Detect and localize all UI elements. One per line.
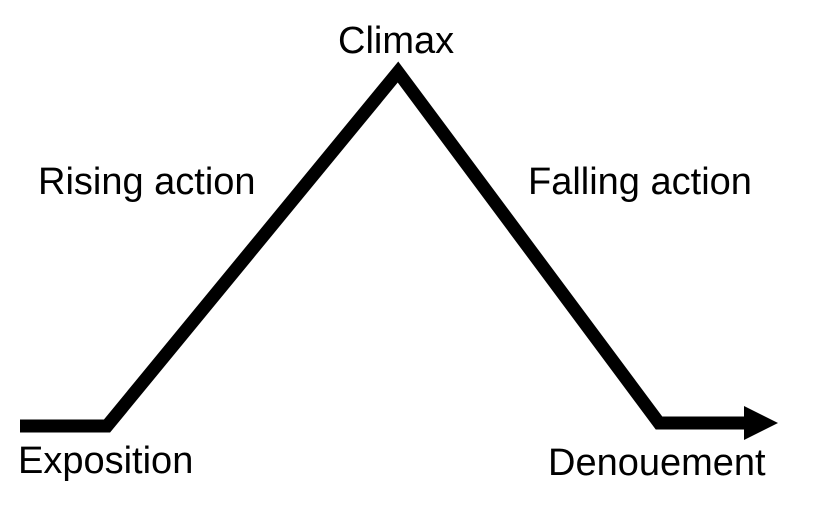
label-exposition: Exposition [18,440,194,482]
label-denouement: Denouement [548,442,766,484]
plot-line [20,61,752,433]
label-falling-action: Falling action [528,161,752,203]
label-climax: Climax [338,20,455,62]
label-rising-action: Rising action [38,161,256,203]
arrowhead-icon [744,406,778,440]
